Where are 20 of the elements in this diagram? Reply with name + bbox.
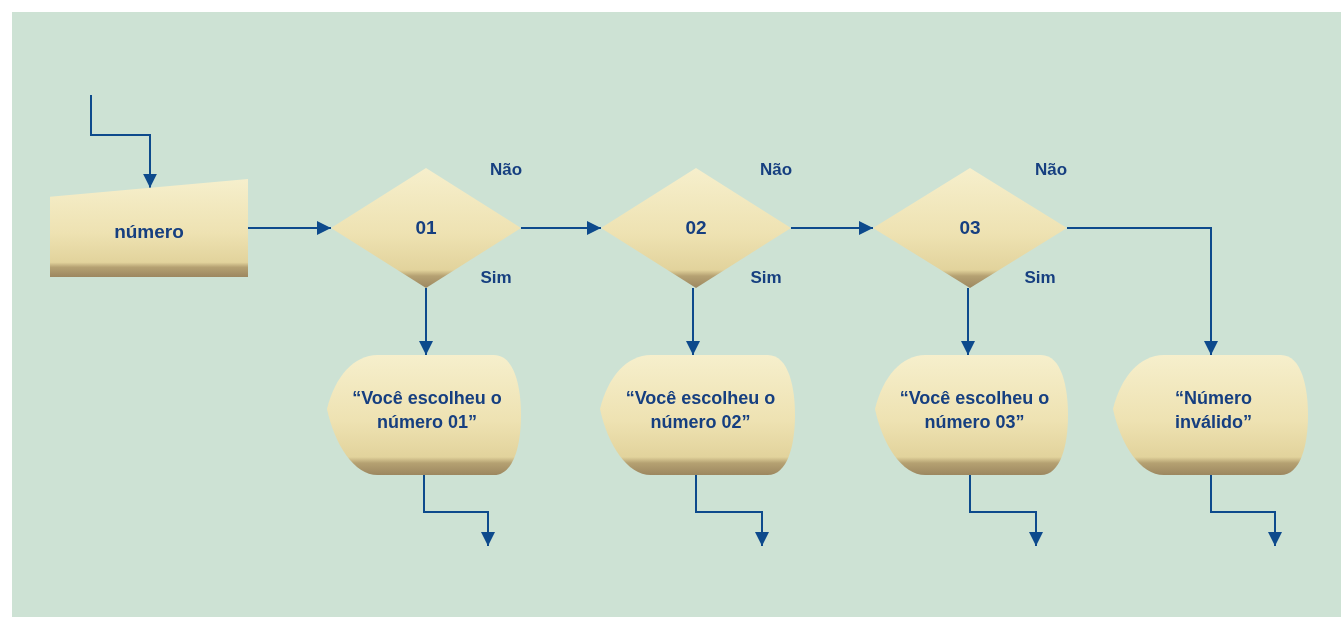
arrow	[1210, 474, 1282, 547]
arrow	[686, 287, 700, 356]
arrow	[419, 287, 433, 356]
arrow	[969, 474, 1043, 547]
arrow	[1066, 227, 1218, 356]
node-text: número	[114, 220, 184, 245]
arrow	[961, 287, 975, 356]
node-text: 03	[959, 216, 981, 241]
arrow	[247, 221, 332, 235]
node-text: “Número inválido”	[1174, 386, 1253, 434]
node-text: 01	[415, 216, 437, 241]
node-text: “Você escolheu o número 02”	[624, 386, 777, 434]
arrow	[695, 474, 769, 547]
arrow	[520, 221, 602, 235]
node-text: “Você escolheu o número 01”	[351, 386, 503, 434]
arrow	[790, 221, 874, 235]
node-text: “Você escolheu o número 03”	[898, 386, 1051, 434]
node-text: 02	[685, 216, 707, 241]
arrow	[423, 474, 495, 547]
arrow	[90, 94, 157, 189]
